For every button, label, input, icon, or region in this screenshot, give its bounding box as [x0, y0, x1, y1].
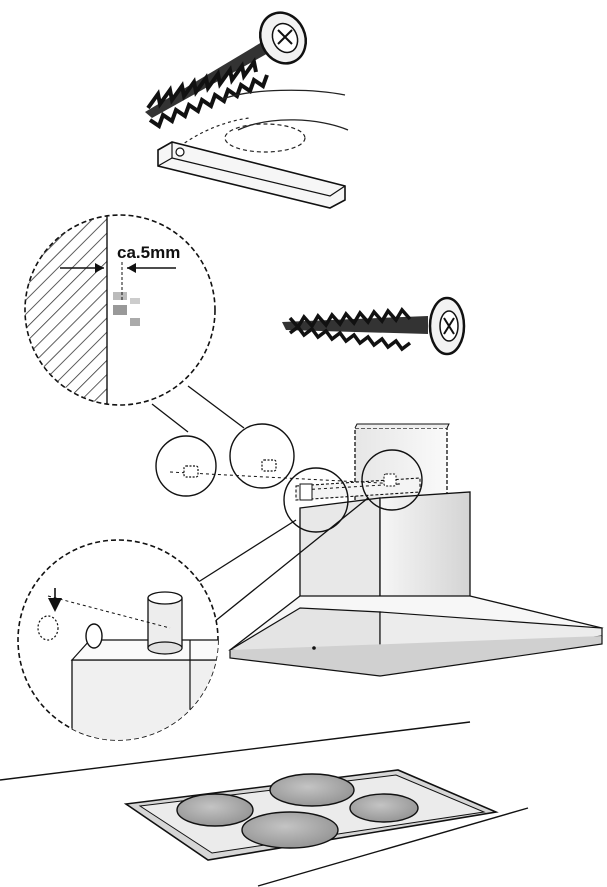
cooking-zone-back-right	[269, 773, 355, 807]
wall-plug-icon	[155, 435, 217, 497]
gap-dimension-label: ca.5mm	[117, 243, 180, 262]
top-screw	[145, 11, 308, 130]
wall-hatch	[25, 215, 107, 405]
mounting-bracket	[157, 89, 349, 209]
hob-icon	[123, 769, 499, 861]
detail-circle-gap: ca.5mm	[24, 214, 216, 406]
cooking-zone-back-left	[176, 793, 254, 827]
wall-plug-icon-2	[229, 423, 295, 489]
cooking-zone-front-right	[349, 793, 419, 823]
detail-circle-bracket	[17, 539, 219, 741]
bracket-callout-left	[283, 467, 349, 533]
bracket-callout-right	[361, 449, 423, 511]
countertop	[0, 721, 529, 887]
cooking-zone-front-left	[241, 811, 339, 849]
range-hood-icon	[228, 423, 604, 677]
wall-screw-icon	[282, 296, 466, 356]
